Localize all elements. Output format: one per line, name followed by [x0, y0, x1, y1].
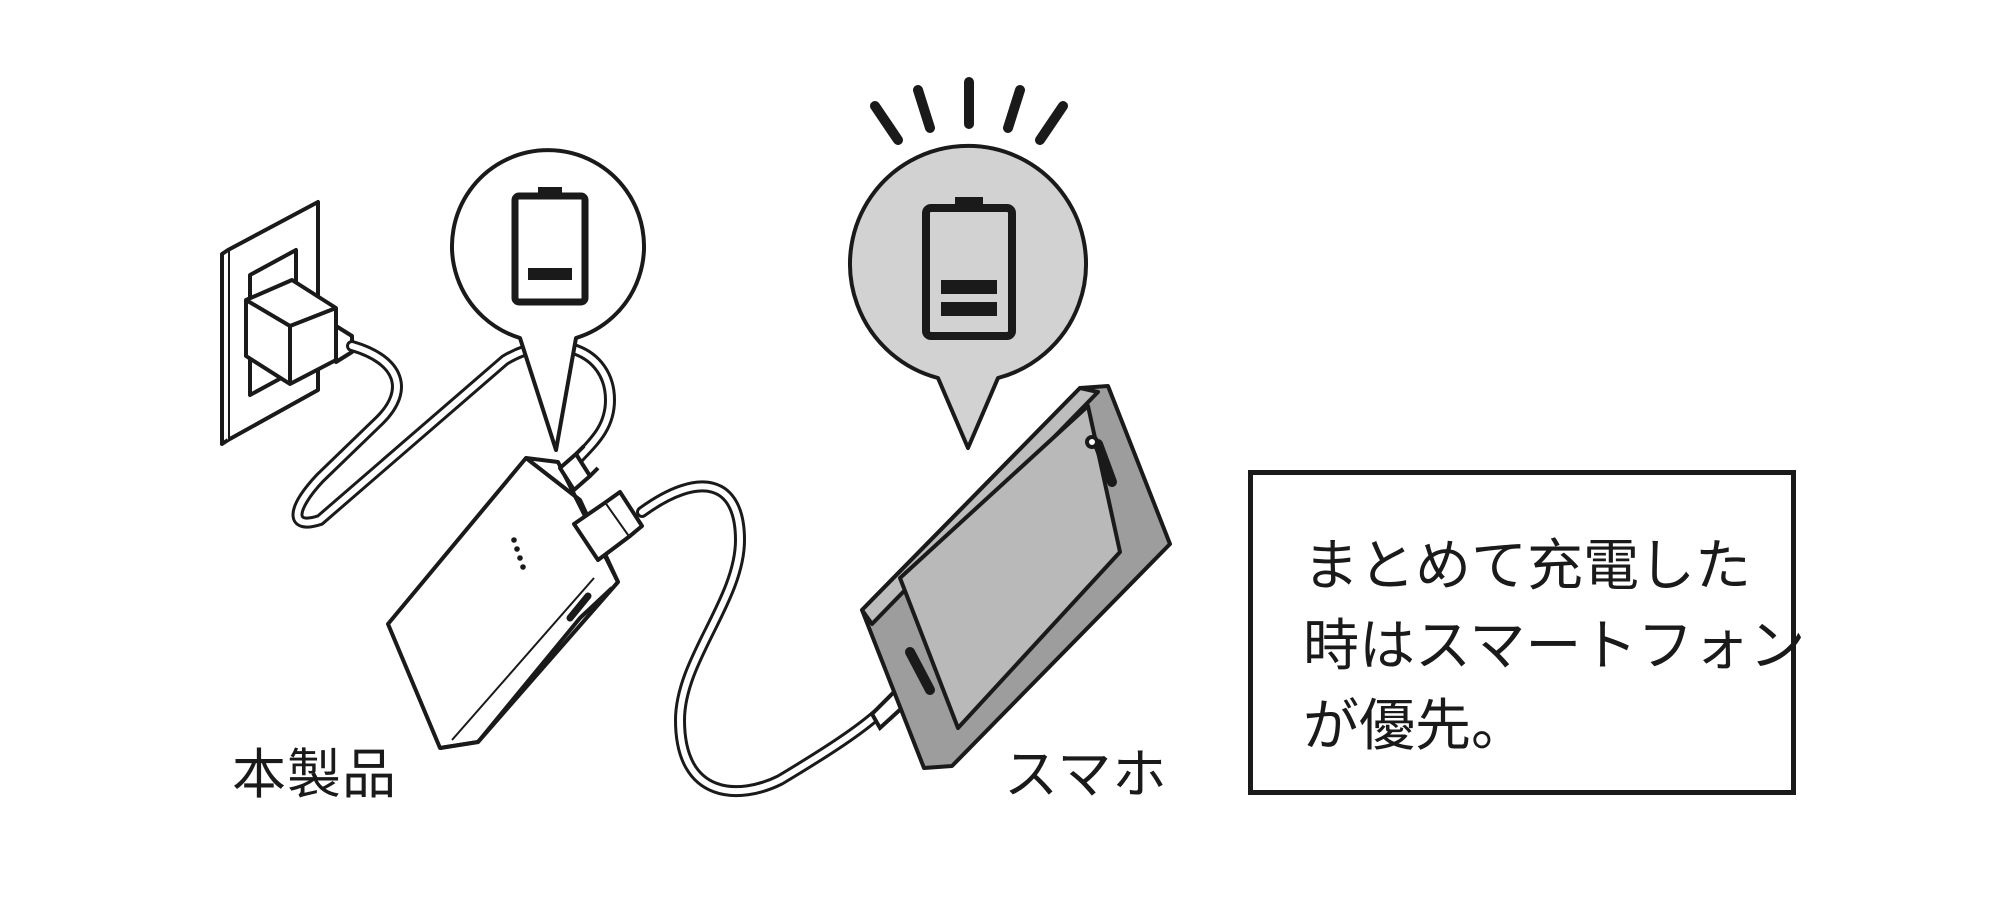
phone-battery-bubble	[848, 143, 1088, 450]
battery-icon	[922, 197, 1016, 340]
note-text: まとめて充電した 時はスマートフォン が優先。	[1303, 527, 1806, 767]
highlight-rays-icon	[870, 77, 1068, 145]
usb-cable-icon	[291, 339, 617, 529]
note-line: まとめて充電した	[1303, 534, 1751, 599]
note-line: 時はスマートフォン	[1303, 614, 1806, 679]
ac-adapter-icon	[244, 278, 354, 386]
smartphone-icon	[860, 384, 1172, 770]
power-bank-icon	[386, 444, 644, 750]
note-line: が優先。	[1303, 694, 1527, 759]
phone-label: スマホ	[1004, 743, 1168, 806]
usb-cable-icon	[636, 480, 907, 798]
note-box: まとめて充電した 時はスマートフォン が優先。	[1248, 470, 1806, 795]
battery-icon	[511, 187, 589, 306]
product-label: 本製品	[232, 743, 397, 806]
